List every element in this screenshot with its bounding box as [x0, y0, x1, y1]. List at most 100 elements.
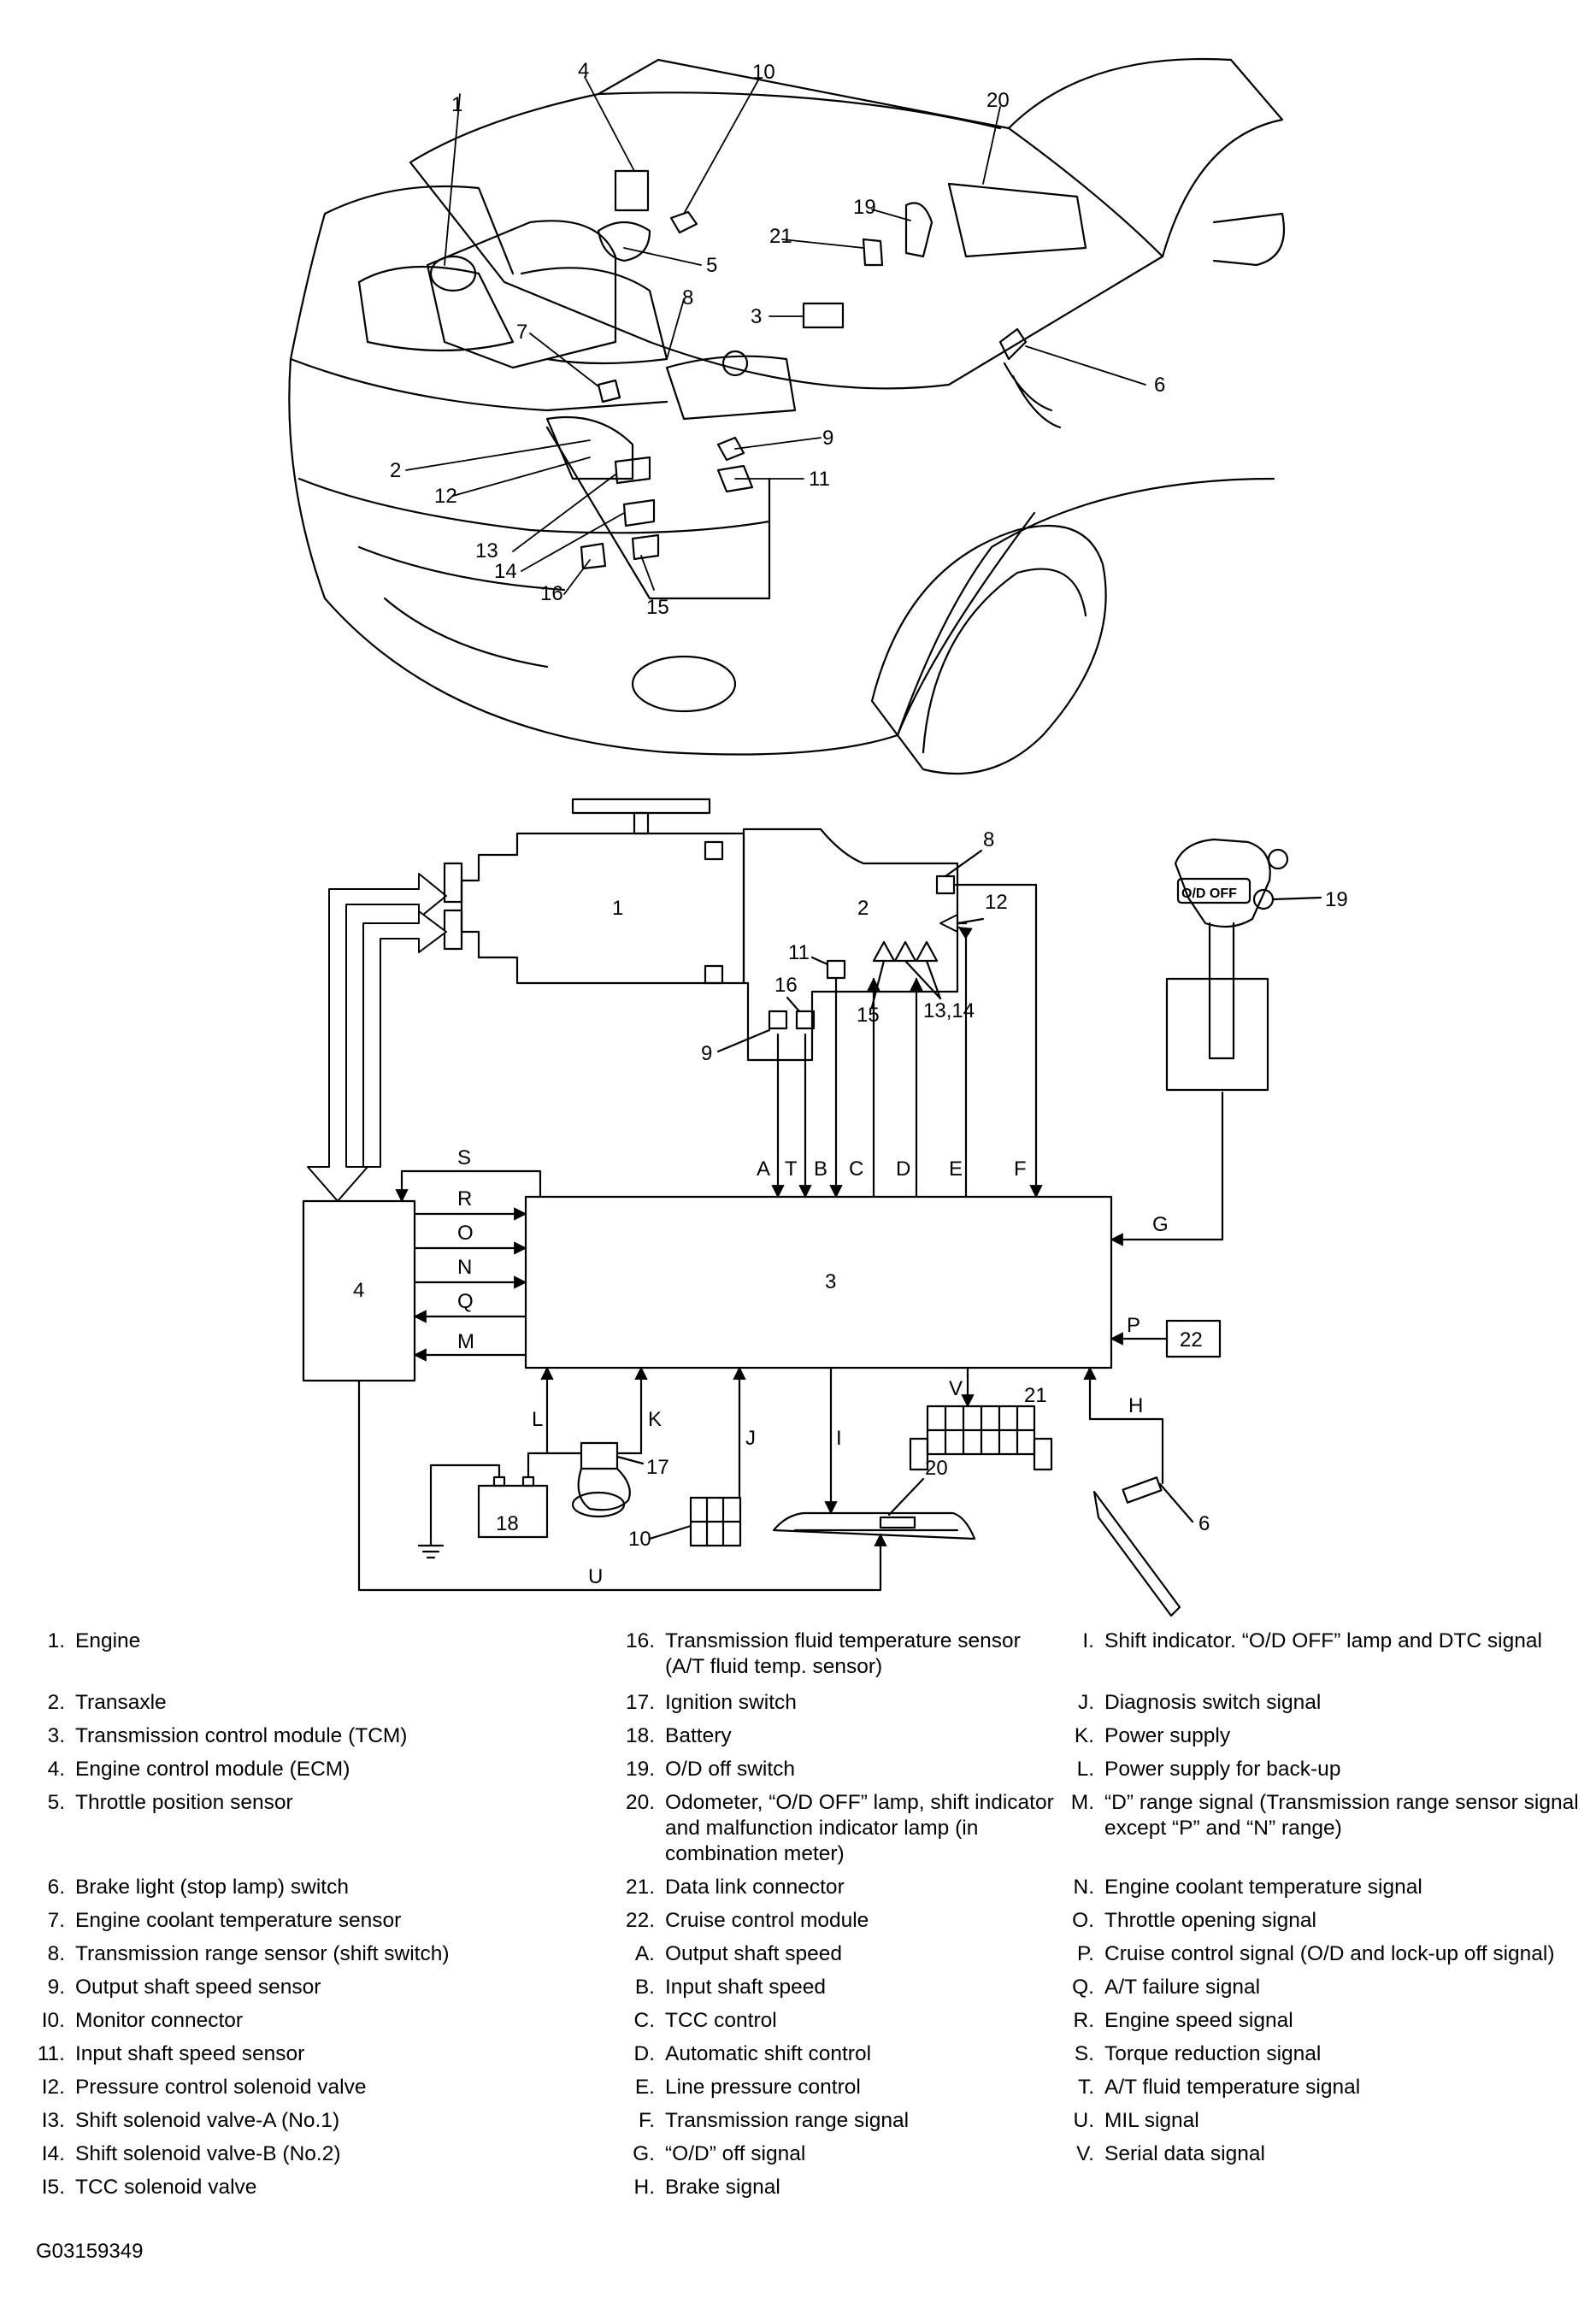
signal-H: H	[1128, 1394, 1143, 1417]
signal-I: I	[836, 1427, 842, 1450]
tcm-block	[524, 1195, 1113, 1369]
legend-item: 1.Engine	[47, 1629, 141, 1652]
legend-item: C.TCC control	[633, 2009, 777, 2032]
transaxle-block	[742, 828, 959, 1062]
legend-item: 20.Odometer, “O/D OFF” lamp, shift indic…	[625, 1791, 1054, 1865]
combination-meter	[772, 1511, 976, 1540]
legend-item: V.Serial data signal	[1076, 2142, 1265, 2165]
legend-item: I5.TCC solenoid valve	[41, 2176, 257, 2199]
legend-item: D.Automatic shift control	[633, 2042, 872, 2065]
callout-15-s: 15	[857, 1004, 880, 1027]
legend-item: 7.Engine coolant temperature sensor	[47, 1909, 402, 1932]
legend-item: S.Torque reduction signal	[1074, 2042, 1322, 2065]
tcm-label: 3	[825, 1270, 836, 1293]
figure-id: G03159349	[36, 2240, 144, 2263]
legend-item: U.MIL signal	[1073, 2109, 1199, 2132]
legend-item: K.Power supply	[1074, 1724, 1231, 1747]
legend-item: 22.Cruise control module	[625, 1909, 869, 1932]
callout-3: 3	[751, 305, 762, 328]
callout-5: 5	[706, 254, 717, 277]
signal-A: A	[757, 1157, 770, 1181]
legend-item: J.Diagnosis switch signal	[1077, 1691, 1322, 1714]
legend-item: 2.Transaxle	[47, 1691, 167, 1714]
callout-4: 4	[578, 59, 589, 82]
legend-item: P.Cruise control signal (O/D and lock-up…	[1077, 1942, 1555, 1965]
signal-D: D	[896, 1157, 910, 1181]
legend-item: 19.O/D off switch	[625, 1758, 796, 1781]
legend-item: 9.Output shaft speed sensor	[47, 1976, 321, 1999]
callout-11-s: 11	[788, 941, 810, 964]
signal-J: J	[745, 1427, 756, 1450]
legend-item: 11.Input shaft speed sensor	[37, 2042, 305, 2065]
legend-item: N.Engine coolant temperature signal	[1073, 1876, 1422, 1899]
callout-17-s: 17	[646, 1456, 669, 1479]
legend-item: I4.Shift solenoid valve-B (No.2)	[41, 2142, 341, 2165]
callout-12-s: 12	[985, 891, 1008, 914]
legend-item: 21.Data link connector	[625, 1876, 845, 1899]
signal-B: B	[814, 1157, 827, 1181]
callout-9-s: 9	[701, 1042, 712, 1065]
callout-1: 1	[451, 93, 462, 116]
legend-item: 8.Transmission range sensor (shift switc…	[47, 1942, 450, 1965]
od-off-button-label: O/D OFF	[1181, 886, 1237, 901]
engine-label: 1	[612, 897, 623, 920]
callout-15: 15	[646, 596, 669, 619]
legend-item: M.“D” range signal (Transmission range s…	[1070, 1791, 1579, 1840]
signal-S: S	[457, 1146, 471, 1169]
signal-E: E	[949, 1157, 963, 1181]
legend-item: G.“O/D” off signal	[633, 2142, 806, 2165]
callout-20: 20	[986, 89, 1010, 112]
signal-V: V	[949, 1377, 963, 1400]
legend-item: I3.Shift solenoid valve-A (No.1)	[41, 2109, 340, 2132]
callout-2: 2	[390, 459, 401, 482]
callout-19-s: 19	[1325, 888, 1348, 911]
legend-item: I0.Monitor connector	[41, 2009, 244, 2032]
callout-8: 8	[682, 286, 693, 309]
legend-item: 18.Battery	[625, 1724, 732, 1747]
legend-item: I2.Pressure control solenoid valve	[41, 2076, 367, 2099]
signal-R: R	[457, 1187, 472, 1210]
signal-P: P	[1127, 1314, 1140, 1337]
legend-item: A.Output shaft speed	[634, 1942, 843, 1965]
legend-item: H.Brake signal	[633, 2176, 780, 2199]
signal-Q: Q	[457, 1290, 474, 1313]
ignition-switch	[580, 1441, 619, 1470]
ecm-label: 4	[353, 1279, 364, 1302]
legend-item: Q.A/T failure signal	[1072, 1976, 1261, 1999]
pictorial-leaders	[405, 76, 1146, 595]
callout-13-14-s: 13,14	[923, 999, 975, 1022]
legend-item: F.Transmission range signal	[638, 2109, 910, 2132]
signal-T: T	[785, 1157, 798, 1181]
schematic-labels: 1 2 3 4 O/D OFF 6 8 9 10 11 12 13,14 15 …	[353, 828, 1348, 1588]
legend-item: E.Line pressure control	[634, 2076, 861, 2099]
signal-M: M	[457, 1330, 474, 1353]
legend-item: R.Engine speed signal	[1073, 2009, 1293, 2032]
signal-L: L	[532, 1408, 543, 1431]
legend-item: L.Power supply for back-up	[1076, 1758, 1341, 1781]
signal-C: C	[849, 1157, 863, 1181]
callout-13: 13	[475, 539, 498, 562]
transaxle-label: 2	[857, 897, 869, 920]
signal-G: G	[1152, 1213, 1169, 1236]
legend-item: 4.Engine control module (ECM)	[47, 1758, 350, 1781]
legend-item: 6.Brake light (stop lamp) switch	[47, 1876, 349, 1899]
legend-item: 16.Transmission fluid temperature sensor…	[625, 1629, 1021, 1678]
battery	[477, 1484, 549, 1539]
legend-item: B.Input shaft speed	[634, 1976, 826, 1999]
callout-14: 14	[494, 560, 517, 583]
signal-F: F	[1014, 1157, 1027, 1181]
callout-16-s: 16	[774, 974, 798, 997]
callout-10: 10	[752, 61, 775, 84]
callout-12: 12	[434, 485, 457, 508]
signal-N: N	[457, 1256, 472, 1279]
callout-16: 16	[540, 582, 563, 605]
callout-7: 7	[516, 321, 527, 344]
schematic	[302, 798, 1322, 1617]
engine-block	[460, 832, 745, 985]
pictorial-callouts: 1 2 3 4 5 6 7 8 9 10 11 12 13 14 15 16 1…	[390, 59, 1165, 619]
callout-11: 11	[809, 468, 830, 491]
callout-6: 6	[1154, 374, 1165, 397]
signal-K: K	[648, 1408, 662, 1431]
legend: 1.Engine 2.Transaxle 3.Transmission cont…	[0, 1629, 1596, 2261]
callout-19: 19	[853, 196, 876, 219]
